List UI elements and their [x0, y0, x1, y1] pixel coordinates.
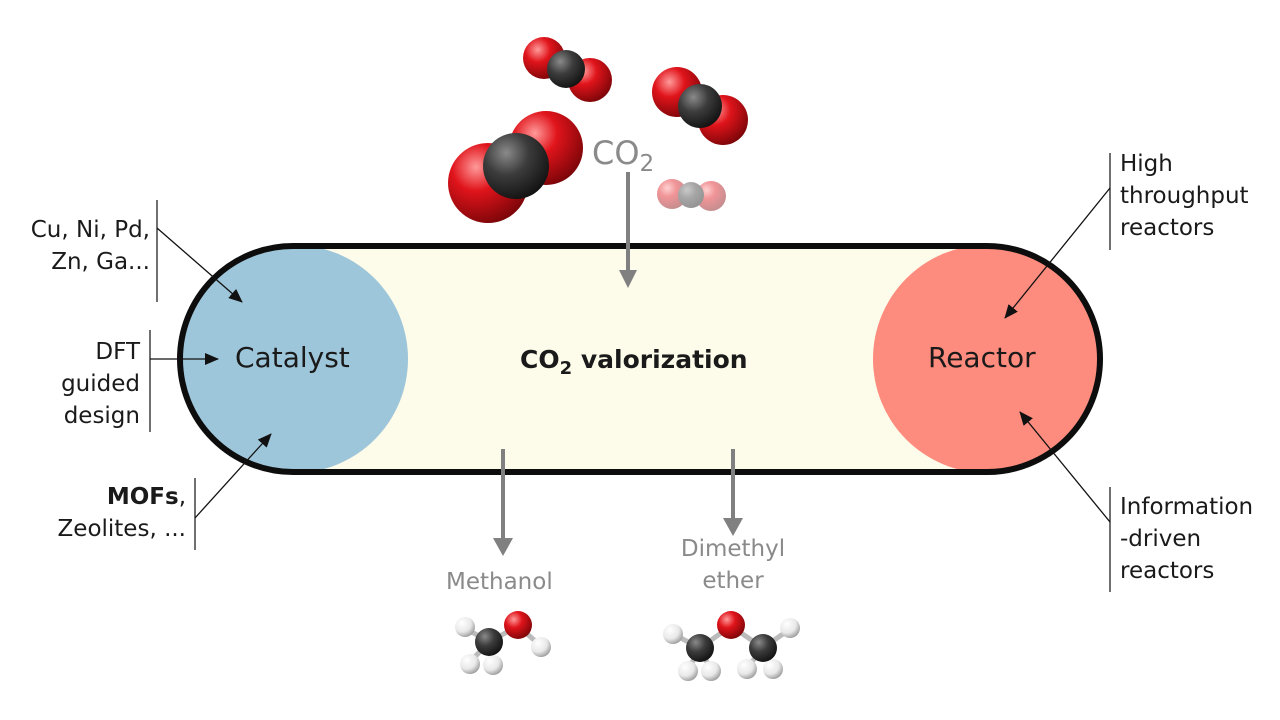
information-driven-to-reactor-arrow [1019, 411, 1111, 523]
high-throughput-to-reactor-arrow [1004, 187, 1111, 319]
co2-input-arrow [619, 172, 637, 288]
mofs-text: MOFs [106, 484, 179, 510]
co2-molecule-top [523, 37, 612, 102]
methanol-label: Methanol [446, 569, 553, 595]
capsule-background [180, 246, 1100, 472]
co2-molecule-large [448, 111, 583, 223]
porous-materials-note: MOFs, Zeolites, ... [57, 484, 186, 542]
metals-to-catalyst-arrow [156, 227, 243, 303]
co2-input-label: CO2 [592, 134, 655, 177]
dimethyl-ether-molecule [663, 611, 800, 681]
catalyst-label: Catalyst [235, 341, 350, 374]
high-throughput-note: High throughput reactors [1120, 151, 1249, 241]
co2-molecule-faded [657, 179, 726, 211]
dft-note: DFT guided design [61, 339, 140, 429]
information-driven-note: Information -driven reactors [1120, 494, 1254, 584]
reactor-label: Reactor [928, 341, 1036, 374]
metals-note: Cu, Ni, Pd, Zn, Ga... [30, 217, 150, 275]
dimethyl-ether-label: Dimethyl ether [680, 536, 786, 594]
reactor-circle [873, 246, 1100, 472]
center-title: CO2 valorization [520, 345, 748, 379]
dme-output-arrow [723, 449, 743, 536]
methanol-output-arrow [493, 449, 513, 556]
methanol-molecule [455, 611, 551, 675]
porous-to-catalyst-arrow [194, 433, 272, 519]
co2-molecule-right [652, 67, 748, 145]
